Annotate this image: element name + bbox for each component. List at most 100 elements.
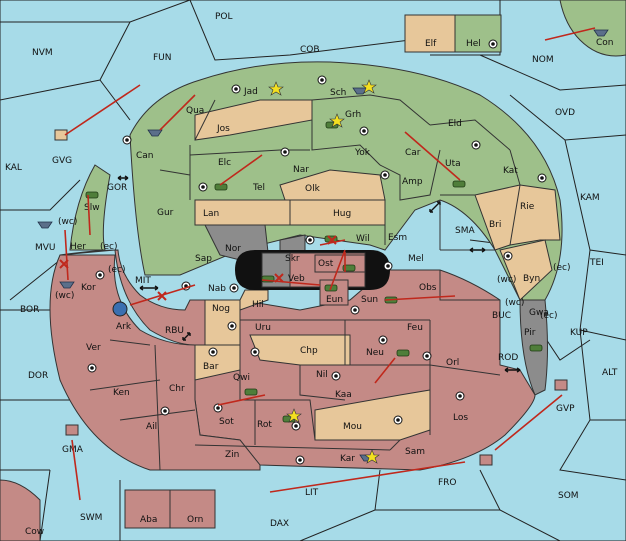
label-los: Los — [453, 413, 468, 423]
region-southwest — [49, 254, 261, 471]
stars — [268, 79, 380, 464]
supply-center-icon — [380, 170, 390, 180]
label-rot: Rot — [257, 420, 272, 430]
label-olk: Olk — [305, 184, 321, 194]
label-wil: Wil — [356, 234, 370, 244]
label-grh: Grh — [345, 110, 361, 120]
label-gor: GOR — [107, 183, 127, 193]
label-bor: BOR — [20, 305, 39, 315]
label-rbu: RBU — [165, 326, 184, 336]
supply-center-icon — [295, 455, 305, 465]
supply-center-icon — [305, 235, 315, 245]
supply-center-icon — [378, 335, 388, 345]
army-icon — [396, 349, 410, 357]
label-fro: FRO — [438, 478, 457, 488]
coast-tag: (wc) — [497, 275, 516, 285]
label-chp: Chp — [300, 346, 318, 356]
supply-center-icon — [331, 371, 341, 381]
north-borders — [159, 94, 521, 251]
label-nab: Nab — [208, 284, 226, 294]
label-gvp: GVP — [556, 404, 575, 414]
label-her: Her — [70, 242, 86, 252]
double-arrow-icon — [139, 285, 159, 291]
supply-center-icon — [393, 415, 403, 425]
fleet-icon — [59, 281, 75, 289]
label-amp: Amp — [402, 177, 423, 187]
cancel-icon — [327, 235, 337, 245]
coast-tag: (ec) — [553, 263, 571, 273]
label-sap: Sap — [195, 254, 212, 264]
supply-center-icon — [471, 140, 481, 150]
coast-tags: (wc) (ec) (wc) (ec) (wc) (ec) (wc) (ec) — [55, 217, 571, 321]
double-arrow-icon — [182, 332, 191, 341]
label-pol: POL — [215, 12, 233, 22]
label-cob: COB — [300, 45, 320, 55]
territory-fro-island — [479, 454, 493, 466]
label-ovd: OVD — [555, 108, 575, 118]
army-icon — [85, 191, 99, 199]
label-mvu: MVU — [35, 243, 56, 253]
territory-byn — [499, 239, 553, 301]
label-alt: ALT — [602, 368, 618, 378]
globe-icon — [112, 301, 128, 317]
territory-gvg — [54, 129, 68, 141]
sea-labels: POL NVM FUN COB NOM OVD KAL KAM TEI BOR … — [5, 12, 618, 529]
coast-tag: (ec) — [108, 265, 126, 275]
label-bar: Bar — [203, 362, 219, 372]
label-nvm: NVM — [32, 48, 53, 58]
territory-gma — [65, 424, 79, 436]
strait-markers — [117, 175, 521, 373]
supply-center-icon — [359, 126, 369, 136]
star-icon — [286, 408, 302, 423]
supply-center-icon — [280, 147, 290, 157]
supply-center-icon — [291, 421, 301, 431]
label-byn: Byn — [523, 274, 540, 284]
label-tel: Tel — [252, 183, 265, 193]
supply-center-icon — [122, 135, 132, 145]
label-veb: Veb — [288, 274, 305, 284]
label-chr: Chr — [169, 384, 185, 394]
army-icon — [529, 344, 543, 352]
label-mou: Mou — [343, 422, 362, 432]
label-orl: Orl — [446, 358, 459, 368]
label-car: Car — [405, 148, 421, 158]
label-elf: Elf — [425, 39, 437, 49]
label-hil: Hil — [252, 300, 264, 310]
label-fun: FUN — [153, 53, 172, 63]
double-arrow-icon — [504, 367, 521, 373]
label-bri: Bri — [489, 220, 501, 230]
star-icon — [364, 449, 380, 464]
supply-center-icon — [488, 39, 498, 49]
label-mel: Mel — [408, 254, 424, 264]
coast-tag: (wc) — [505, 298, 524, 308]
army-icon — [342, 264, 356, 272]
label-gur: Gur — [157, 208, 174, 218]
supply-center-icon — [95, 270, 105, 280]
label-buc: BUC — [492, 311, 511, 321]
label-mit: MIT — [135, 276, 151, 286]
label-feu: Feu — [407, 323, 423, 333]
label-ken: Ken — [113, 388, 130, 398]
coast-tag: (ec) — [540, 311, 558, 321]
supply-center-icon — [250, 347, 260, 357]
double-arrow-icon — [469, 247, 486, 253]
star-icon — [329, 113, 345, 128]
supply-center-icon — [455, 391, 465, 401]
label-esm: Esm — [388, 233, 407, 243]
double-arrow-icon — [429, 201, 441, 213]
supply-center-icon — [383, 261, 393, 271]
label-lit: LIT — [305, 488, 319, 498]
south-borders — [89, 270, 501, 471]
label-jad: Jad — [243, 87, 258, 97]
label-ail: Ail — [146, 422, 157, 432]
label-orn: Orn — [187, 515, 203, 525]
coast-tag: (ec) — [100, 242, 118, 252]
label-neu: Neu — [366, 348, 384, 358]
cancel-icon — [157, 291, 167, 301]
label-kar: Kar — [340, 454, 355, 464]
label-lan: Lan — [203, 209, 219, 219]
label-ark: Ark — [116, 322, 132, 332]
territory-gvp — [554, 379, 568, 391]
